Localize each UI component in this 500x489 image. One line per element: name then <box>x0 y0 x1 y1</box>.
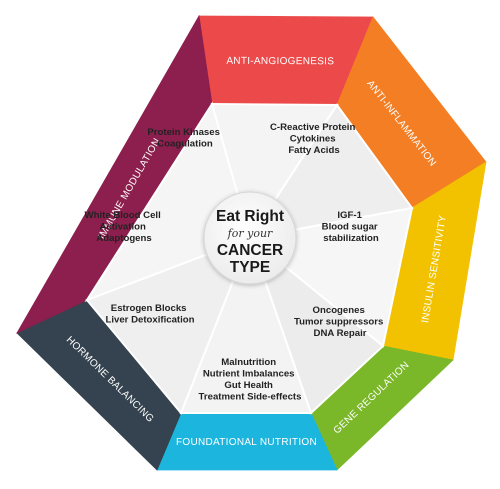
center-title-line4: TYPE <box>230 259 270 276</box>
segment-texts: Protein Kinases Coagulation C-Reactive P… <box>85 122 386 403</box>
segment-3-line-2: DNA Repair <box>314 328 367 339</box>
edge-bands <box>16 14 487 471</box>
segment-6-line-2: Adaptogens <box>96 233 151 244</box>
segment-1-line-1: Cytokines <box>290 134 336 145</box>
segment-4-line-0: Malnutrition <box>221 357 276 368</box>
segment-2-line-2: stabilization <box>323 233 379 244</box>
segment-1-line-2: Fatty Acids <box>288 145 339 156</box>
segment-text-2: IGF-1 Blood sugar stabilization <box>322 210 381 244</box>
segment-1-line-0: C-Reactive Protein <box>270 122 355 133</box>
center-title-line1: Eat Right <box>216 208 284 225</box>
segment-text-3: Oncogenes Tumor suppressors DNA Repair <box>294 305 386 339</box>
segment-6-line-1: Activation <box>99 222 146 233</box>
segment-text-1: C-Reactive Protein Cytokines Fatty Acids <box>270 122 358 156</box>
edge-label-foundational-nutrition: FOUNDATIONAL NUTRITION <box>176 437 317 448</box>
segment-4-line-2: Gut Health <box>224 380 273 391</box>
edge-label-anti-angiogenesis: ANTI-ANGIOGENESIS <box>226 56 334 68</box>
segment-text-6: White Blood Cell Activation Adaptogens <box>85 210 164 244</box>
center-circle <box>203 191 297 285</box>
center-title-line2: for your <box>227 227 273 240</box>
segment-text-0: Protein Kinases Coagulation <box>147 127 222 150</box>
segment-4-line-1: Nutrient Imbalances <box>203 369 295 380</box>
segment-0-line-1: Coagulation <box>157 139 213 150</box>
center-badge: Eat Right for your CANCER TYPE <box>203 191 297 285</box>
segment-3-line-0: Oncogenes <box>313 305 365 316</box>
segment-4-line-3: Treatment Side-effects <box>199 392 302 403</box>
segment-6-line-0: White Blood Cell <box>85 210 161 221</box>
segment-5-line-0: Estrogen Blocks <box>111 303 187 314</box>
segment-5-line-1: Liver Detoxification <box>105 315 194 326</box>
inner-segments <box>84 101 414 415</box>
center-title-line3: CANCER <box>217 242 283 259</box>
segment-2-line-1: Blood sugar <box>322 222 378 233</box>
segment-3-line-1: Tumor suppressors <box>294 317 383 328</box>
segment-0-line-0: Protein Kinases <box>147 127 220 138</box>
segment-2-line-0: IGF-1 <box>337 210 362 221</box>
segment-text-4: Malnutrition Nutrient Imbalances Gut Hea… <box>199 357 302 403</box>
segment-text-5: Estrogen Blocks Liver Detoxification <box>105 303 194 326</box>
